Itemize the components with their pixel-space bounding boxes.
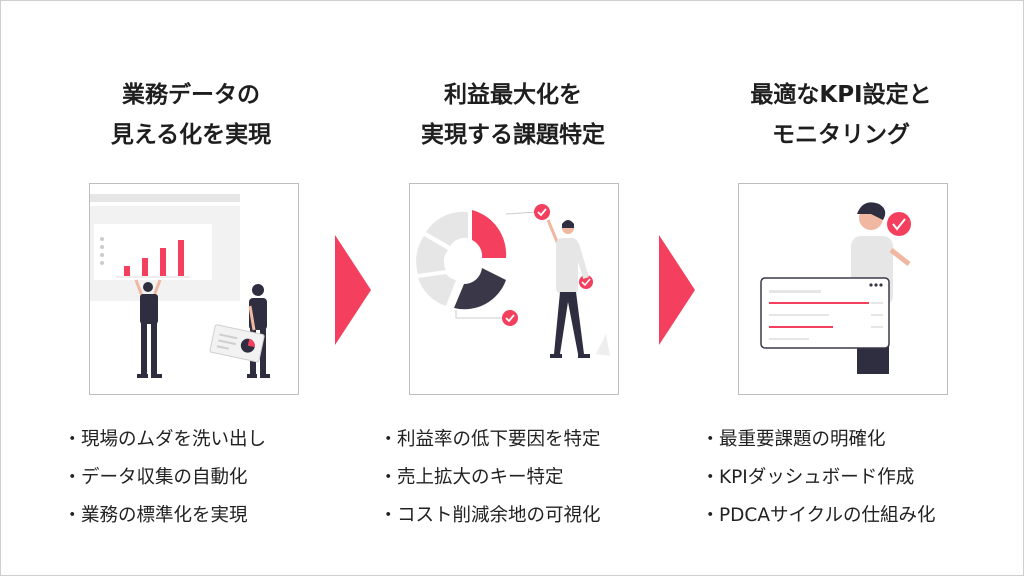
bar-mark xyxy=(142,258,148,276)
kpi-monitoring-illustration-svg xyxy=(760,202,911,374)
column-title-line1: 最適なKPI設定と xyxy=(750,82,932,108)
list-item-text: 売上拡大のキー特定 xyxy=(397,467,564,488)
list-item: ・PDCAサイクルの仕組み化 xyxy=(701,497,936,535)
bullet-marker: ・ xyxy=(701,429,720,450)
list-item-text: KPIダッシュボード作成 xyxy=(719,467,915,488)
column-title: 業務データの 見える化を実現 xyxy=(41,75,341,155)
column-title-line1: 業務データの xyxy=(122,82,260,108)
column-title-line2: 実現する課題特定 xyxy=(421,122,605,148)
bullet-marker: ・ xyxy=(701,505,720,526)
bullet-marker: ・ xyxy=(379,467,398,488)
triangle-right-icon xyxy=(659,235,695,345)
bar-mark xyxy=(178,240,184,276)
list-item: ・KPIダッシュボード作成 xyxy=(701,459,936,497)
kpi-monitoring-illustration xyxy=(738,183,948,395)
bullet-marker: ・ xyxy=(63,429,82,450)
bullet-marker: ・ xyxy=(379,429,398,450)
list-item-text: 業務の標準化を実現 xyxy=(81,505,248,526)
dashboard-presentation-illustration-svg xyxy=(90,194,270,378)
bar-mark xyxy=(160,248,166,276)
column-title: 利益最大化を 実現する課題特定 xyxy=(363,75,663,155)
bullet-list: ・現場のムダを洗い出し ・データ収集の自動化 ・業務の標準化を実現 xyxy=(63,421,266,535)
list-item-text: 利益率の低下要因を特定 xyxy=(397,429,601,450)
bullet-list: ・最重要課題の明確化 ・KPIダッシュボード作成 ・PDCAサイクルの仕組み化 xyxy=(701,421,936,535)
triangle-right-icon xyxy=(335,235,371,345)
bar-mark xyxy=(124,266,130,276)
pie-chart-analysis-illustration xyxy=(409,183,619,395)
column-title-line2: 見える化を実現 xyxy=(110,122,272,148)
bullet-marker: ・ xyxy=(701,467,720,488)
bullet-marker: ・ xyxy=(379,505,398,526)
list-item: ・コスト削減余地の可視化 xyxy=(379,497,601,535)
column-title: 最適なKPI設定と モニタリング xyxy=(691,75,991,155)
list-item-text: PDCAサイクルの仕組み化 xyxy=(719,505,936,526)
list-item: ・データ収集の自動化 xyxy=(63,459,266,497)
column-title-line1: 利益最大化を xyxy=(444,82,582,108)
list-item: ・最重要課題の明確化 xyxy=(701,421,936,459)
list-item: ・利益率の低下要因を特定 xyxy=(379,421,601,459)
list-item: ・現場のムダを洗い出し xyxy=(63,421,266,459)
dashboard-presentation-illustration xyxy=(89,183,299,395)
list-item-text: データ収集の自動化 xyxy=(81,467,248,488)
bullet-marker: ・ xyxy=(63,467,82,488)
list-item: ・売上拡大のキー特定 xyxy=(379,459,601,497)
list-item-text: 現場のムダを洗い出し xyxy=(81,429,267,450)
pie-chart-analysis-illustration-svg xyxy=(416,204,610,358)
list-item-text: 最重要課題の明確化 xyxy=(719,429,886,450)
bullet-list: ・利益率の低下要因を特定 ・売上拡大のキー特定 ・コスト削減余地の可視化 xyxy=(379,421,601,535)
list-item: ・業務の標準化を実現 xyxy=(63,497,266,535)
bullet-marker: ・ xyxy=(63,505,82,526)
column-title-line2: モニタリング xyxy=(772,122,910,148)
list-item-text: コスト削減余地の可視化 xyxy=(397,505,601,526)
